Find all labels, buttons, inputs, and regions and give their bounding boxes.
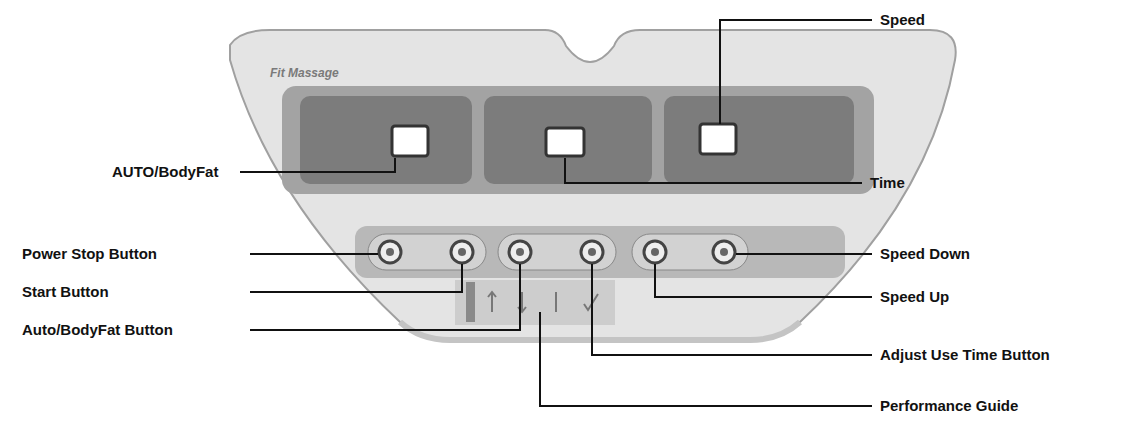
guide-bar xyxy=(466,282,475,322)
button-centers xyxy=(386,248,728,256)
callout-label: Performance Guide xyxy=(880,397,1018,415)
callout-label: Power Stop Button xyxy=(22,245,157,263)
leader-line xyxy=(720,20,872,124)
display-window xyxy=(484,96,652,184)
leader-line xyxy=(736,253,872,255)
callout-label: Speed Down xyxy=(880,245,970,263)
leader-line xyxy=(240,158,395,172)
lcd-screen xyxy=(546,128,584,156)
leader-line xyxy=(250,264,520,330)
display-window xyxy=(300,96,472,184)
callout-label: Adjust Use Time Button xyxy=(880,346,1050,364)
button-group xyxy=(632,234,748,270)
display-panel xyxy=(282,86,874,194)
button-group xyxy=(498,234,616,270)
leader-line xyxy=(655,264,872,297)
brand-label: Fit Massage xyxy=(270,64,339,82)
callout-label: Speed Up xyxy=(880,288,949,306)
callout-label: AUTO/BodyFat xyxy=(112,163,218,181)
callout-label: Time xyxy=(870,174,905,192)
callout-label: Auto/BodyFat Button xyxy=(22,321,173,339)
callout-label: Start Button xyxy=(22,283,109,301)
leader-line xyxy=(250,264,462,292)
push-buttons xyxy=(379,241,735,263)
leader-line xyxy=(250,253,378,255)
button-group xyxy=(368,234,486,270)
leader-line xyxy=(592,264,872,355)
guide-marks xyxy=(488,292,598,312)
leader-lines xyxy=(240,20,872,406)
lcd-screen xyxy=(392,126,428,156)
button-band xyxy=(355,226,845,278)
callout-label: Speed xyxy=(880,11,925,29)
display-window xyxy=(664,96,854,184)
leader-line xyxy=(565,158,862,183)
leader-line xyxy=(540,312,872,406)
lcd-screen xyxy=(700,124,736,154)
